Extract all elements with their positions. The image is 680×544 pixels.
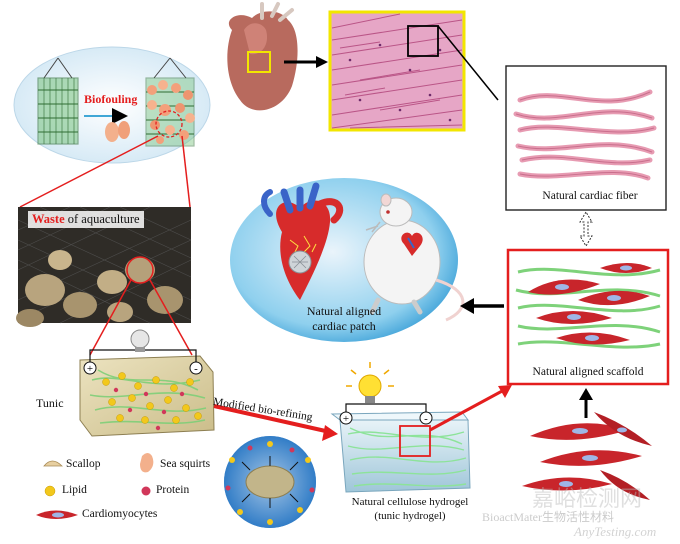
watermark-url: AnyTesting.com — [573, 524, 656, 539]
biofouling-label: Biofouling — [84, 92, 138, 106]
protein-icon — [141, 486, 151, 496]
hydrogel-label-line2: (tunic hydrogel) — [374, 510, 446, 522]
cardiac-fiber-label: Natural cardiac fiber — [542, 190, 638, 202]
tunic-block: + - — [79, 329, 215, 437]
watermark-account: BioactMater生物活性材料 — [482, 510, 614, 524]
cardiomyocyte-icon — [36, 510, 78, 519]
cardiac-patch-ellipse — [230, 178, 465, 342]
sea-squirt-icon — [140, 453, 154, 473]
tunic-electrode-plus: + — [87, 363, 93, 375]
bio-refining-circle — [224, 436, 316, 528]
tunic-hydrogel-block: + - — [330, 362, 471, 493]
cardiac-fiber-box — [505, 65, 667, 211]
legend-cardiomyocytes: Cardiomyocytes — [82, 508, 158, 520]
patch-label-line1: Natural aligned — [306, 304, 382, 318]
patch-label-line2: cardiac patch — [312, 319, 376, 333]
rat-icon — [363, 193, 465, 322]
legend-protein: Protein — [156, 484, 190, 496]
glowing-lightbulb-icon — [346, 362, 394, 403]
histology-image — [328, 10, 466, 132]
waste-caption: Waste of aquaculture — [28, 211, 144, 228]
lipid-icon — [44, 485, 56, 497]
watermark-brand: 嘉峪检测网 — [532, 486, 642, 511]
legend-scallop: Scallop — [66, 458, 101, 470]
legend-lipid: Lipid — [62, 484, 87, 496]
heart-icon — [261, 182, 344, 300]
waste-word: Waste — [32, 212, 65, 226]
watermark: 嘉峪检测网 BioactMater生物活性材料 AnyTesting.com — [482, 486, 656, 539]
waste-rest: of aquaculture — [64, 212, 140, 226]
sea-squirt-cluster — [105, 121, 130, 142]
fouled-net-cage — [145, 57, 195, 147]
net-cage-icon — [37, 57, 79, 145]
cardiomyocytes-cluster — [522, 412, 652, 500]
hydrogel-label-line1: Natural cellulose hydrogel — [351, 496, 469, 508]
legend-symbols — [36, 453, 154, 519]
correspondence-arrow — [579, 211, 593, 247]
legend-sea-squirts: Sea squirts — [160, 458, 211, 470]
heart-photo — [227, 2, 298, 111]
hydrogel-electrode-minus: - — [424, 413, 428, 425]
tunic-electrode-minus: - — [194, 363, 198, 375]
hydrogel-electrode-plus: + — [343, 413, 349, 425]
tunic-label: Tunic — [36, 396, 64, 410]
aligned-scaffold-box — [506, 248, 670, 386]
scaffold-label: Natural aligned scaffold — [532, 366, 644, 378]
lightbulb-icon — [130, 329, 150, 352]
scallop-icon — [43, 460, 63, 467]
